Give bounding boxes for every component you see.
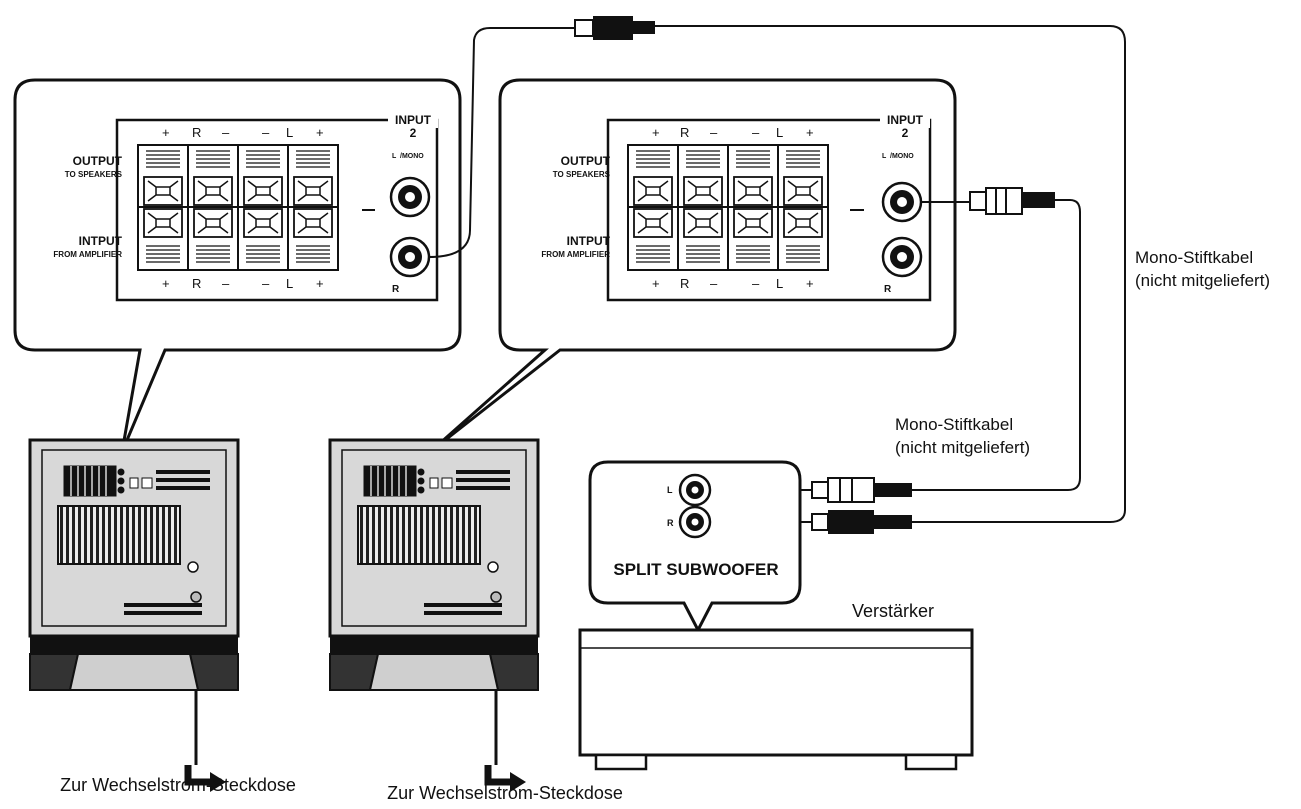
left-minus-bot-1: – [222, 276, 230, 291]
cable-label-1-line1: Mono-Stiftkabel [1135, 248, 1253, 267]
right-minus-top-1: – [710, 125, 718, 140]
amplifier-callout: L R SPLIT SUBWOOFER [588, 460, 802, 634]
right-jack-r [881, 236, 923, 278]
left-input-sub: FROM AMPLIFIER [53, 250, 122, 259]
left-r-bot: R [192, 276, 201, 291]
left-power-arrow-icon [184, 765, 226, 792]
right-plus-top-2: + [806, 125, 814, 140]
amp-l-rca-plug [811, 477, 912, 503]
right-input-number: 2 [902, 126, 909, 140]
right-r-bot: R [680, 276, 689, 291]
right-plus-bot-1: + [652, 276, 660, 291]
left-l-top: L [286, 125, 293, 140]
outlet-label-1: Zur Wechselstrom-Steckdose [60, 775, 296, 795]
right-mono-label: /MONO [890, 153, 914, 160]
right-panel-rca-plug [969, 187, 1055, 215]
right-terminal-grid [627, 144, 829, 271]
left-plus-top-2: + [316, 125, 324, 140]
amp-r-rca-plug [811, 510, 912, 534]
right-l-bot: L [776, 276, 783, 291]
left-output-label: OUTPUT [73, 154, 123, 168]
left-jack-l [389, 176, 431, 218]
right-l-top: L [776, 125, 783, 140]
right-jack-r-mark: R [884, 284, 892, 295]
amp-r-mark: R [667, 518, 674, 528]
left-plus-top-1: + [162, 125, 170, 140]
right-output-sub: TO SPEAKERS [553, 170, 611, 179]
left-l-bot: L [286, 276, 293, 291]
left-minus-top-2: – [262, 125, 270, 140]
right-minus-bot-2: – [752, 276, 760, 291]
cable-label-2-line2: (nicht mitgeliefert) [895, 438, 1030, 457]
right-subwoofer [328, 438, 540, 691]
left-input-label: INTPUT [79, 234, 123, 248]
top-rca-plug [574, 16, 655, 40]
right-plus-bot-2: + [806, 276, 814, 291]
left-terminal-grid [137, 144, 339, 271]
amp-jack-r [678, 505, 712, 539]
amplifier-label: Verstärker [852, 601, 934, 621]
left-jack-r-mark: R [392, 284, 400, 295]
right-power-arrow-icon [484, 765, 526, 792]
right-input-sub: FROM AMPLIFIER [541, 250, 610, 259]
right-mono-label-l: L [882, 153, 887, 160]
left-jack-r [389, 236, 431, 278]
outlet-label-2: Zur Wechselstrom-Steckdose [387, 783, 623, 803]
left-callout: + R – – L + + R – – L + OUTPUT TO SPEAKE… [13, 78, 462, 453]
cable-label-1-line2: (nicht mitgeliefert) [1135, 271, 1270, 290]
right-minus-bot-1: – [710, 276, 718, 291]
left-r-top: R [192, 125, 201, 140]
amp-l-mark: L [667, 485, 673, 495]
split-subwoofer-label: SPLIT SUBWOOFER [613, 560, 778, 579]
left-output-sub: TO SPEAKERS [65, 170, 123, 179]
left-input-number: 2 [410, 126, 417, 140]
cable-label-2-line1: Mono-Stiftkabel [895, 415, 1013, 434]
amp-jack-l [678, 473, 712, 507]
left-plus-bot-2: + [316, 276, 324, 291]
amplifier-body [578, 628, 974, 771]
left-mono-label-l: L [392, 153, 397, 160]
left-minus-top-1: – [222, 125, 230, 140]
left-input-title: INPUT [395, 113, 432, 127]
right-input-title: INPUT [887, 113, 924, 127]
right-jack-l [881, 181, 923, 223]
right-r-top: R [680, 125, 689, 140]
left-minus-bot-2: – [262, 276, 270, 291]
left-subwoofer [28, 438, 240, 691]
left-mono-label: /MONO [400, 153, 424, 160]
right-minus-top-2: – [752, 125, 760, 140]
left-plus-bot-1: + [162, 276, 170, 291]
right-output-label: OUTPUT [561, 154, 611, 168]
right-input-label: INTPUT [567, 234, 611, 248]
right-plus-top-1: + [652, 125, 660, 140]
right-callout: + R – – L + + R – – L + OUTPUT TO SPEAKE… [429, 78, 957, 454]
